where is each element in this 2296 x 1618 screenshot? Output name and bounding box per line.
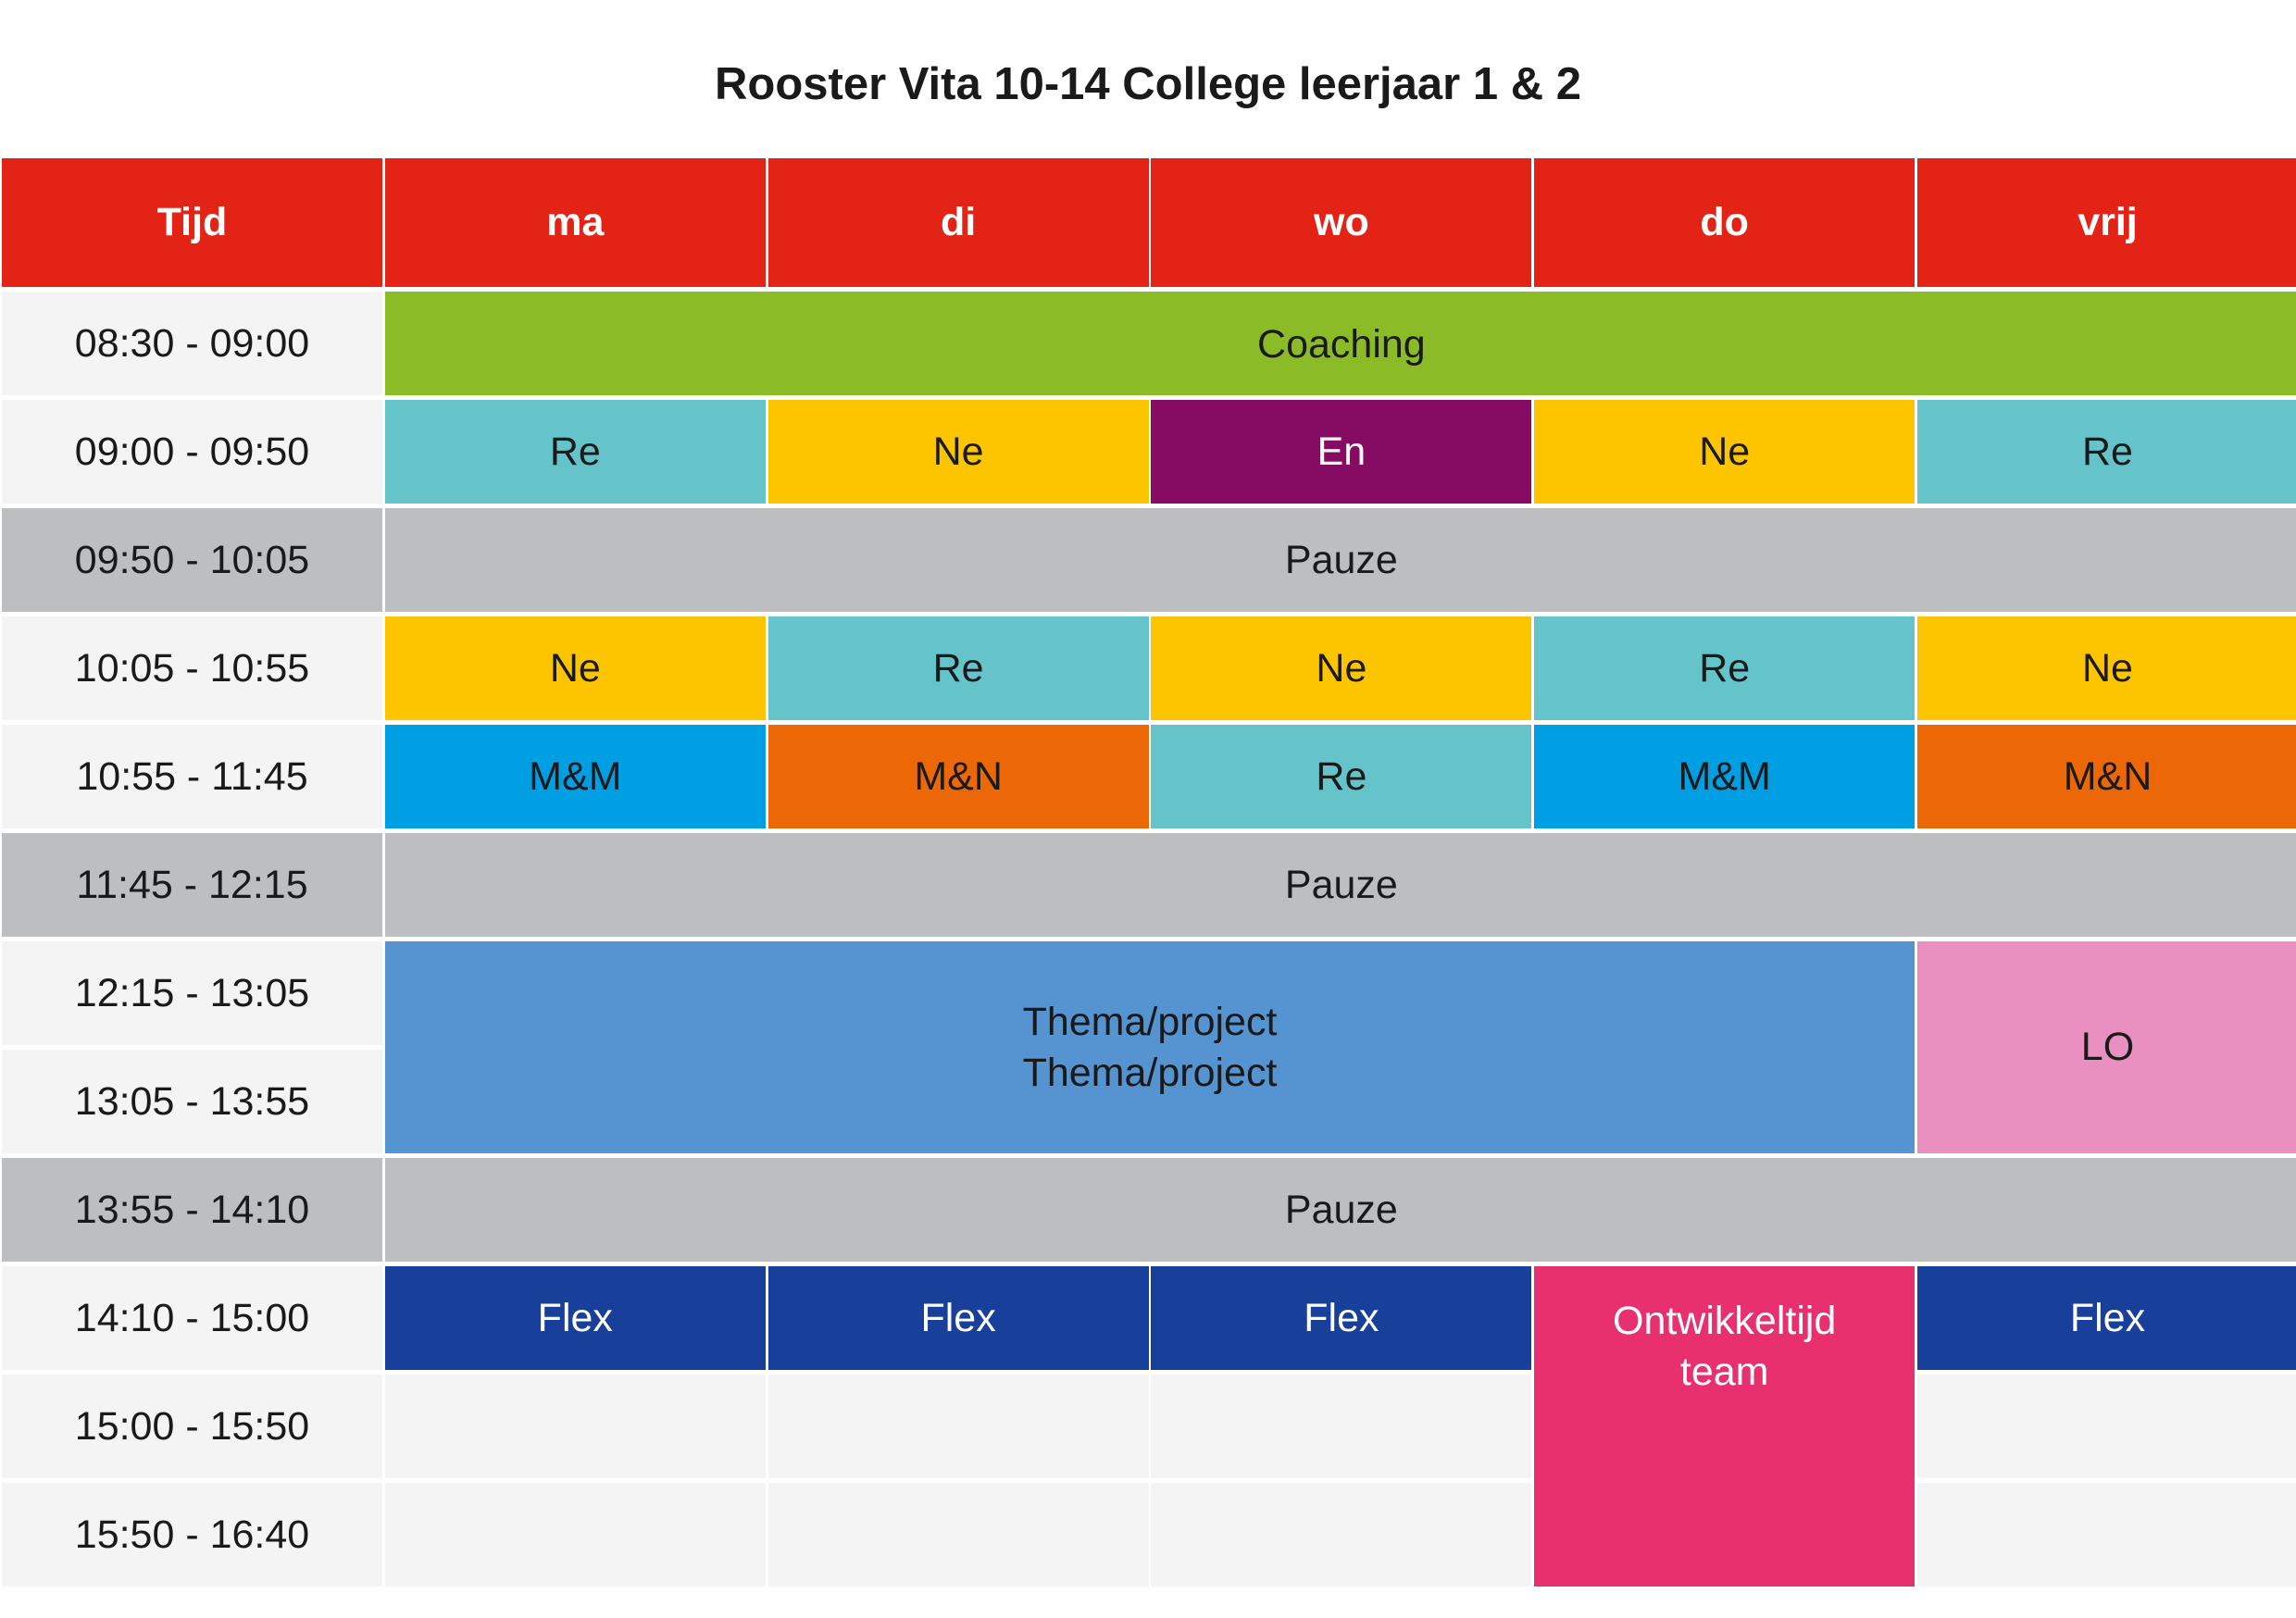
lesson-flex: Flex <box>384 1266 766 1370</box>
block-pauze: Pauze <box>384 833 2296 937</box>
lesson-re: Re <box>1916 400 2296 504</box>
lesson-flex: Flex <box>1916 1266 2296 1370</box>
empty-slot <box>384 1483 766 1587</box>
lesson-re: Re <box>384 400 766 504</box>
lesson-ne: Ne <box>384 616 766 720</box>
schedule-grid: Tijd ma di wo do vrij 08:30 - 09:00 09:0… <box>2 158 2296 1587</box>
thema-project-line: Thema/project <box>1022 1050 1278 1095</box>
lesson-ne: Ne <box>1534 400 1915 504</box>
time-slot: 09:00 - 09:50 <box>2 400 382 504</box>
lesson-ne: Ne <box>1916 616 2296 720</box>
time-slot: 15:00 - 15:50 <box>2 1375 382 1478</box>
time-slot: 08:30 - 09:00 <box>2 292 382 395</box>
block-pauze: Pauze <box>384 508 2296 612</box>
header-day-di: di <box>767 158 1149 287</box>
empty-slot <box>1916 1483 2296 1587</box>
page-title: Rooster Vita 10-14 College leerjaar 1 & … <box>715 59 1581 109</box>
ontwikkeltijd-line: Ontwikkeltijd <box>1613 1299 1837 1343</box>
lesson-m-en-n: M&N <box>1916 725 2296 828</box>
time-slot: 10:05 - 10:55 <box>2 616 382 720</box>
time-slot-pause: 11:45 - 12:15 <box>2 833 382 937</box>
lesson-re: Re <box>1151 725 1532 828</box>
header-day-vrij: vrij <box>1916 158 2296 287</box>
lesson-re: Re <box>767 616 1149 720</box>
block-lo: LO <box>1916 941 2296 1153</box>
lesson-re: Re <box>1534 616 1915 720</box>
lesson-m-en-m: M&M <box>1534 725 1915 828</box>
lesson-flex: Flex <box>1151 1266 1532 1370</box>
block-ontwikkeltijd-team: Ontwikkeltijd team <box>1534 1266 1915 1587</box>
lesson-en: En <box>1151 400 1532 504</box>
thema-project-line: Thema/project <box>1022 999 1278 1044</box>
time-slot: 14:10 - 15:00 <box>2 1266 382 1370</box>
empty-slot <box>767 1483 1149 1587</box>
empty-slot <box>1151 1483 1532 1587</box>
empty-slot <box>1916 1375 2296 1478</box>
header-tijd: Tijd <box>2 158 382 287</box>
time-slot-pause: 13:55 - 14:10 <box>2 1158 382 1262</box>
time-slot-pause: 09:50 - 10:05 <box>2 508 382 612</box>
header-day-do: do <box>1534 158 1915 287</box>
header-day-wo: wo <box>1151 158 1532 287</box>
time-slot: 10:55 - 11:45 <box>2 725 382 828</box>
lesson-ne: Ne <box>1151 616 1532 720</box>
empty-slot <box>767 1375 1149 1478</box>
ontwikkeltijd-line: team <box>1679 1350 1769 1394</box>
block-pauze: Pauze <box>384 1158 2296 1262</box>
lesson-m-en-n: M&N <box>767 725 1149 828</box>
lesson-m-en-m: M&M <box>384 725 766 828</box>
time-slot: 13:05 - 13:55 <box>2 1050 382 1153</box>
time-slot: 12:15 - 13:05 <box>2 941 382 1045</box>
empty-slot <box>384 1375 766 1478</box>
block-coaching: Coaching <box>384 292 2296 395</box>
lesson-ne: Ne <box>767 400 1149 504</box>
time-slot: 15:50 - 16:40 <box>2 1483 382 1587</box>
header-day-ma: ma <box>384 158 766 287</box>
empty-slot <box>1151 1375 1532 1478</box>
lesson-flex: Flex <box>767 1266 1149 1370</box>
block-thema-project: Thema/project Thema/project <box>384 941 1915 1153</box>
